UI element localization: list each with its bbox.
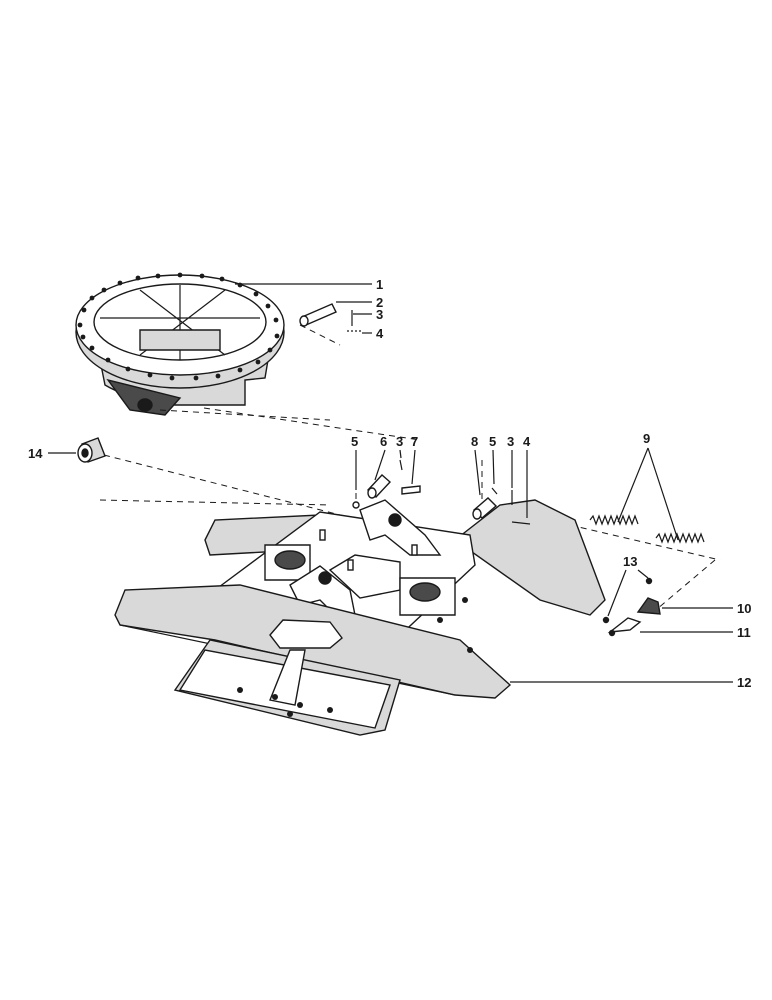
latch-part-10	[636, 597, 661, 615]
washer-part-4b	[511, 521, 531, 525]
callout-4b: 4	[523, 434, 531, 449]
callout-14: 14	[28, 446, 43, 461]
sleeve-part-8	[472, 497, 498, 520]
bushing-part-14	[77, 437, 106, 463]
callout-6: 6	[380, 434, 387, 449]
callout-13: 13	[623, 554, 637, 569]
latch-lever-part-11	[607, 617, 642, 637]
spring-part-9b	[655, 532, 705, 544]
callout-7: 7	[411, 434, 418, 449]
callout-3a: 3	[376, 307, 383, 322]
lock-washer-part-5b	[491, 487, 498, 495]
callout-12: 12	[737, 675, 751, 690]
callout-9: 9	[643, 431, 650, 446]
spring-part-9a	[589, 514, 639, 526]
washer-part-13b	[645, 577, 653, 585]
pin-part-3b	[399, 459, 403, 471]
washer-part-13a	[602, 616, 610, 624]
leader-lines	[48, 283, 733, 683]
turntable-ring	[75, 272, 285, 416]
callout-10: 10	[737, 601, 751, 616]
ring-bolt-holes	[77, 272, 280, 381]
callout-3b: 3	[396, 434, 403, 449]
callout-8: 8	[471, 434, 478, 449]
sleeve-part-6	[366, 474, 392, 499]
bolt-part-7	[401, 485, 421, 495]
callout-labels: 1 2 3 4 14 5 6 3 7 8 5 3 4 9 13 10 11 12	[28, 277, 751, 690]
callout-11: 11	[737, 625, 751, 640]
callout-5b: 5	[489, 434, 496, 449]
lock-washer-part-5a	[352, 501, 360, 509]
plate-holes	[237, 687, 333, 717]
main-frame-part-12	[114, 499, 606, 736]
callout-1: 1	[376, 277, 383, 292]
callout-4a: 4	[376, 326, 384, 341]
callout-3c: 3	[507, 434, 514, 449]
pin-part-2	[299, 303, 337, 327]
callout-5a: 5	[351, 434, 358, 449]
callout-2: 2	[376, 295, 383, 310]
